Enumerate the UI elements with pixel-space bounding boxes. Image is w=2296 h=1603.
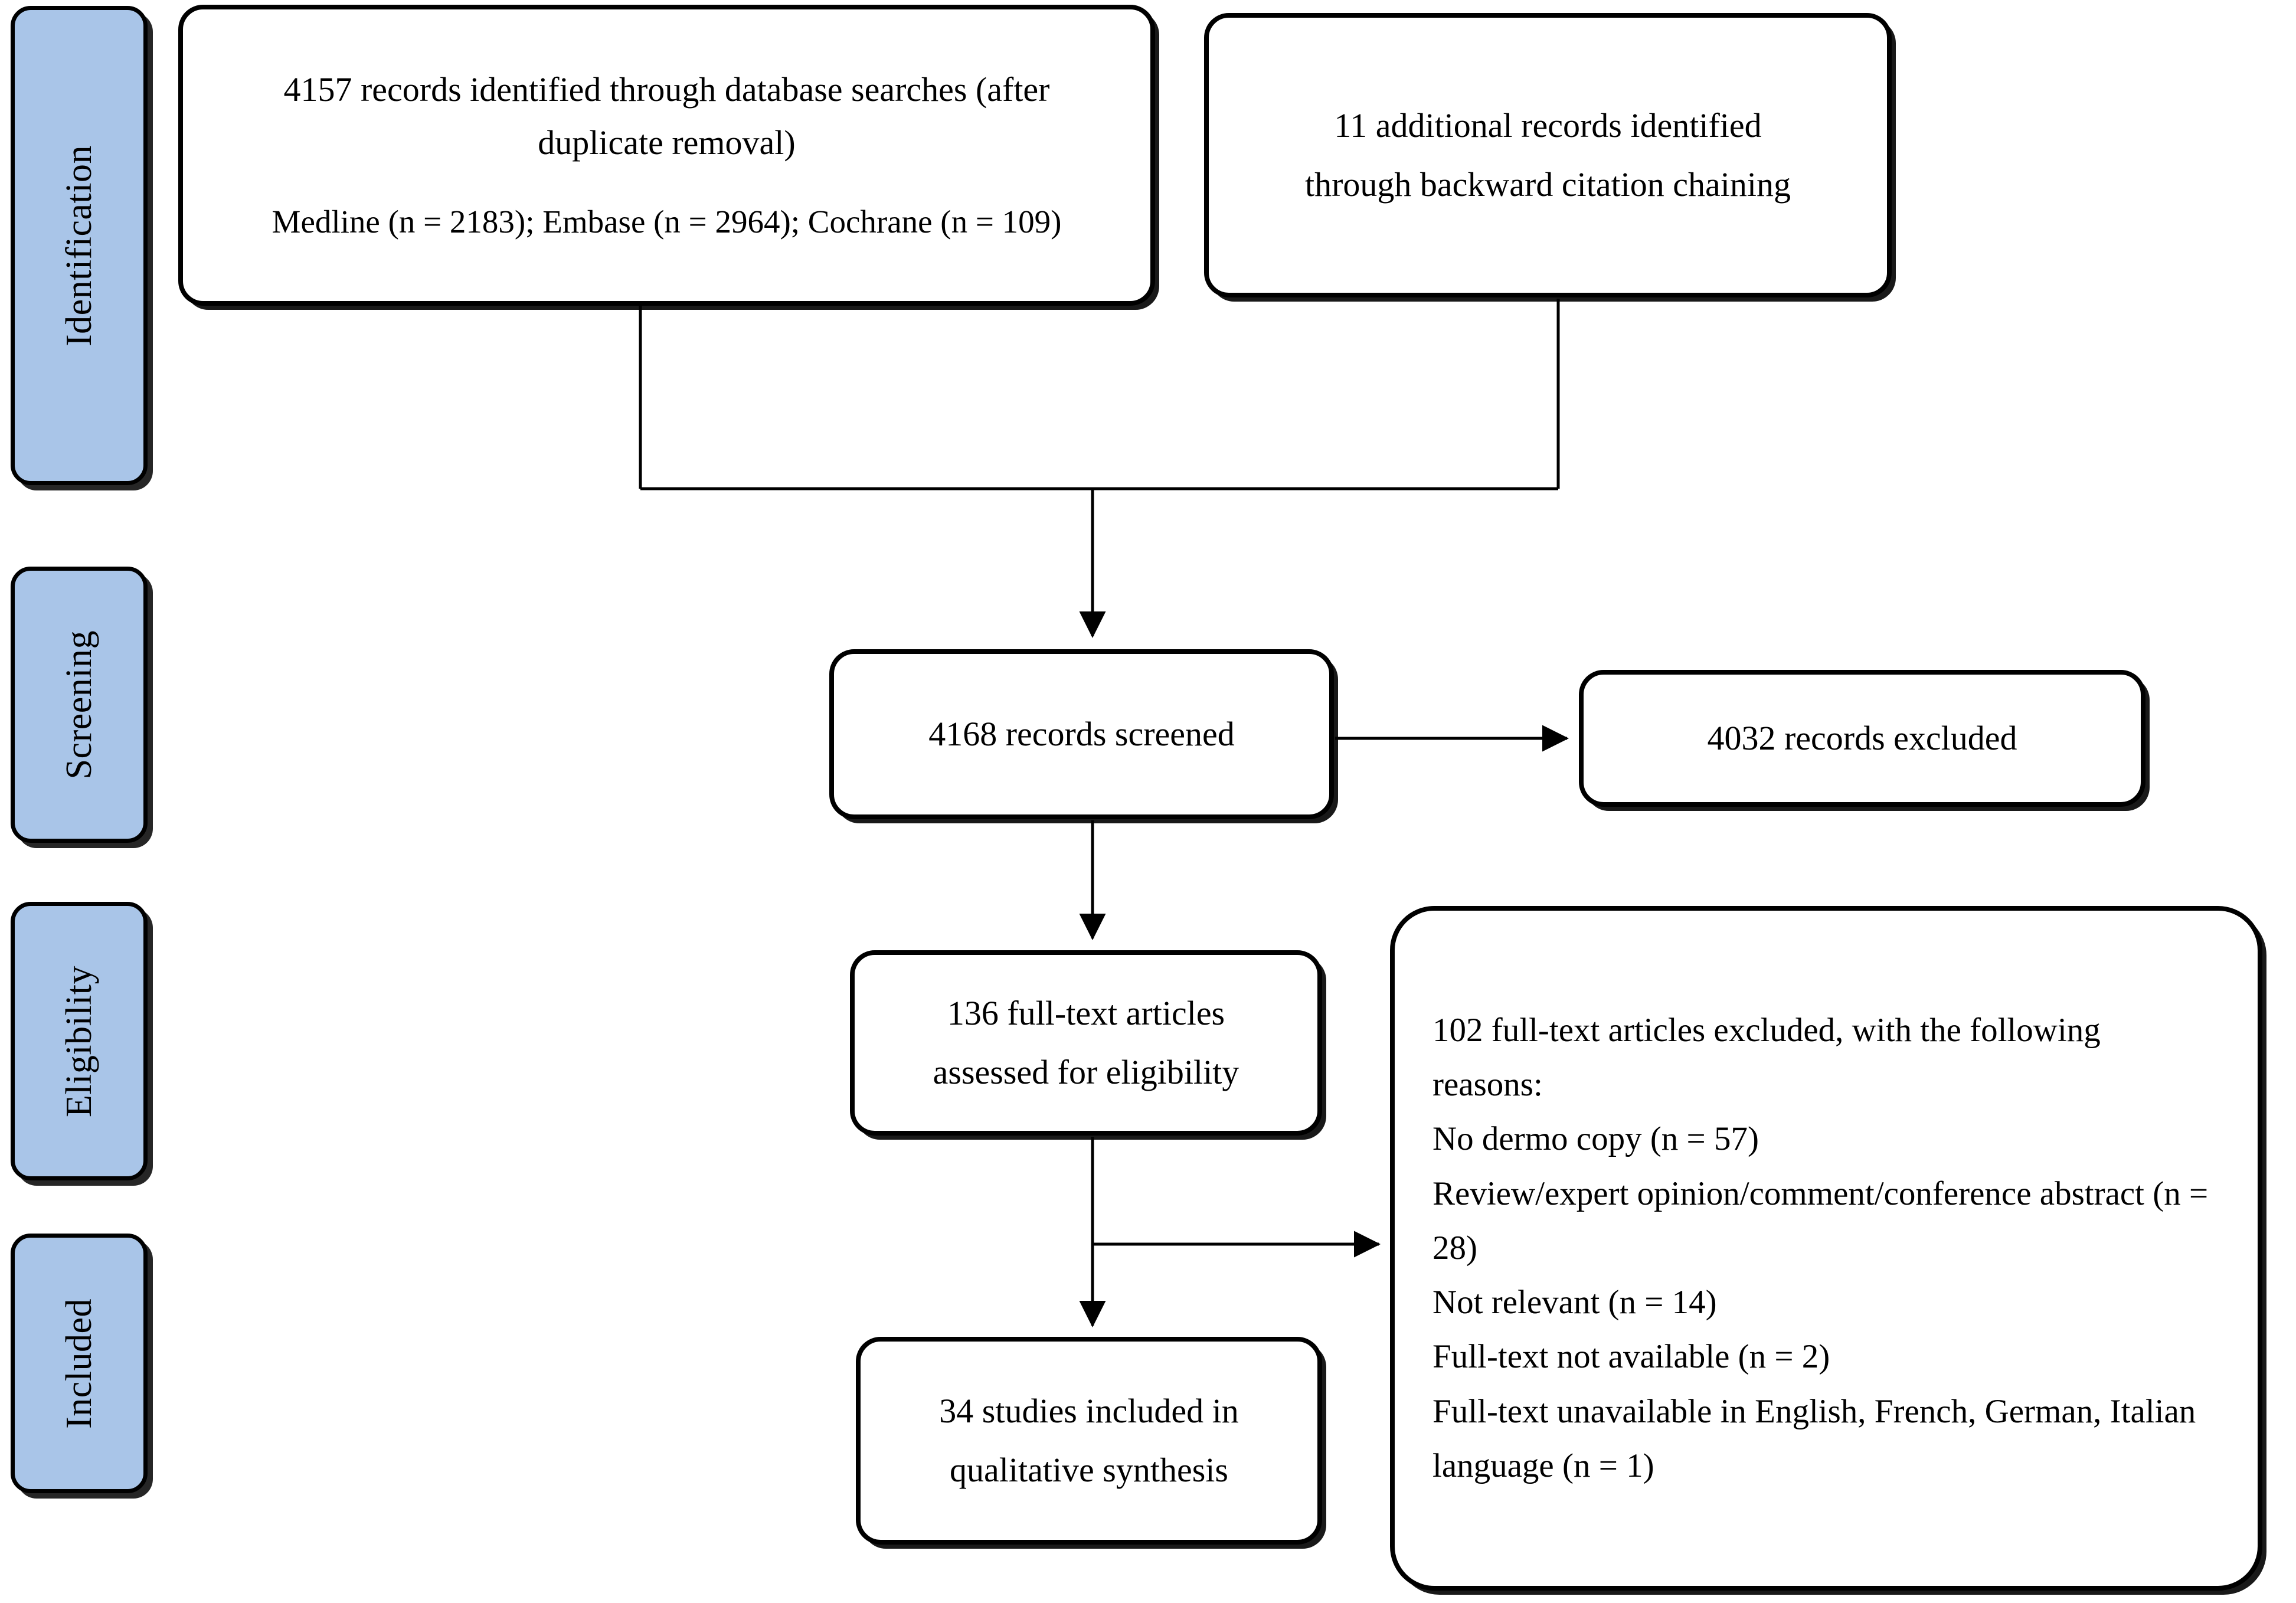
box-records-excluded: 4032 records excluded (1579, 670, 2145, 807)
stage-chip-included: Included (11, 1234, 148, 1493)
records-identified-line1: 4157 records identified through database… (283, 70, 1050, 109)
records-identified-line2: duplicate removal) (538, 123, 796, 162)
fulltext-excluded-reason-2: Not relevant (n = 14) (1432, 1284, 1717, 1321)
stage-label-screening: Screening (59, 630, 99, 780)
stage-chip-eligibility: Eligibility (11, 902, 148, 1180)
stage-chip-identification: Identification (11, 6, 148, 485)
box-fulltext-excluded-reasons: 102 full-text articles excluded, with th… (1390, 906, 2262, 1591)
stage-label-included: Included (59, 1298, 99, 1429)
eligibility-line1: 136 full-text articles (947, 994, 1225, 1033)
eligibility-line2: assessed for eligibility (933, 1053, 1239, 1091)
box-studies-included: 34 studies included in qualitative synth… (856, 1337, 1322, 1545)
stage-label-eligibility: Eligibility (59, 965, 99, 1117)
fulltext-excluded-reason-1: Review/expert opinion/comment/conference… (1432, 1175, 2209, 1267)
included-line2: qualitative synthesis (950, 1451, 1228, 1489)
box-records-screened: 4168 records screened (829, 649, 1334, 819)
additional-records-line2: through backward citation chaining (1304, 165, 1791, 204)
box-additional-records-identified: 11 additional records identified through… (1204, 13, 1892, 297)
box-records-identified-database: 4157 records identified through database… (178, 5, 1155, 306)
box-fulltext-assessed-eligibility: 136 full-text articles assessed for elig… (850, 950, 1322, 1136)
fulltext-excluded-reason-0: No dermo copy (n = 57) (1432, 1120, 1759, 1158)
records-screened-label: 4168 records screened (928, 715, 1235, 754)
connector-identification-to-screened (639, 299, 1560, 639)
additional-records-line1: 11 additional records identified (1334, 106, 1762, 145)
stage-label-identification: Identification (59, 145, 99, 346)
fulltext-excluded-heading: 102 full-text articles excluded, with th… (1432, 1011, 2101, 1103)
fulltext-excluded-reason-4: Full-text unavailable in English, French… (1432, 1392, 2196, 1485)
records-identified-sources: Medline (n = 2183); Embase (n = 2964); C… (272, 204, 1062, 240)
stage-chip-screening: Screening (11, 567, 148, 843)
records-excluded-label: 4032 records excluded (1707, 719, 2017, 758)
included-line1: 34 studies included in (939, 1392, 1239, 1431)
fulltext-excluded-reason-3: Full-text not available (n = 2) (1432, 1338, 1830, 1376)
